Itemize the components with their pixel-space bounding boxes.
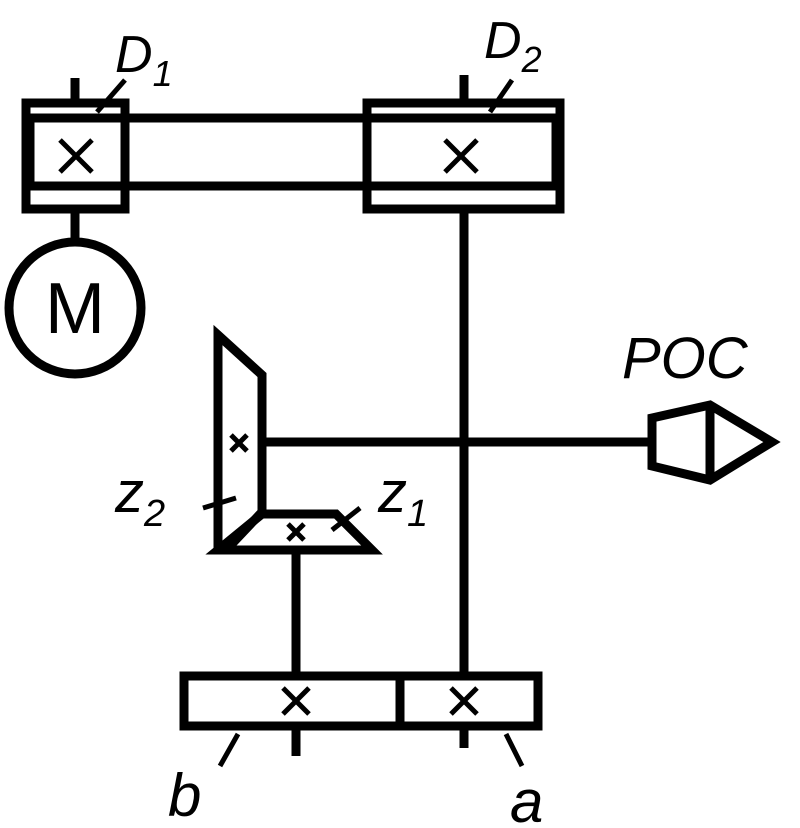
belt-drive [21,75,565,214]
label-z2: z2 [114,460,165,535]
belt [25,113,561,191]
label-b: b [168,762,201,828]
leader-d2 [487,78,515,114]
cross-marker-a [449,686,479,716]
label-z1: z1 [377,460,428,535]
cross-marker-b [281,686,311,716]
motor: M [4,209,146,379]
leader-d1 [95,78,127,114]
label-a: a [510,768,543,828]
poc-arrow-shape [647,400,781,485]
label-motor: M [45,269,105,349]
leader-z2 [202,495,237,511]
cross-marker-d1 [58,138,94,174]
label-d2: D2 [484,12,542,80]
leader-a [503,732,525,768]
change-gears-frame [179,671,543,731]
cross-marker-z1 [286,522,306,542]
label-d1: D1 [115,26,173,94]
leader-z1 [330,506,362,532]
cross-marker-d2 [443,138,479,174]
poc-output-symbol [647,400,781,485]
leader-b [217,732,241,768]
gear-z1-body [205,509,383,555]
cross-marker-z2 [229,433,249,453]
bevel-gear-z1 [205,509,383,555]
motor-circle [4,237,146,379]
label-poc: POC [622,326,749,391]
change-gears [179,671,543,756]
